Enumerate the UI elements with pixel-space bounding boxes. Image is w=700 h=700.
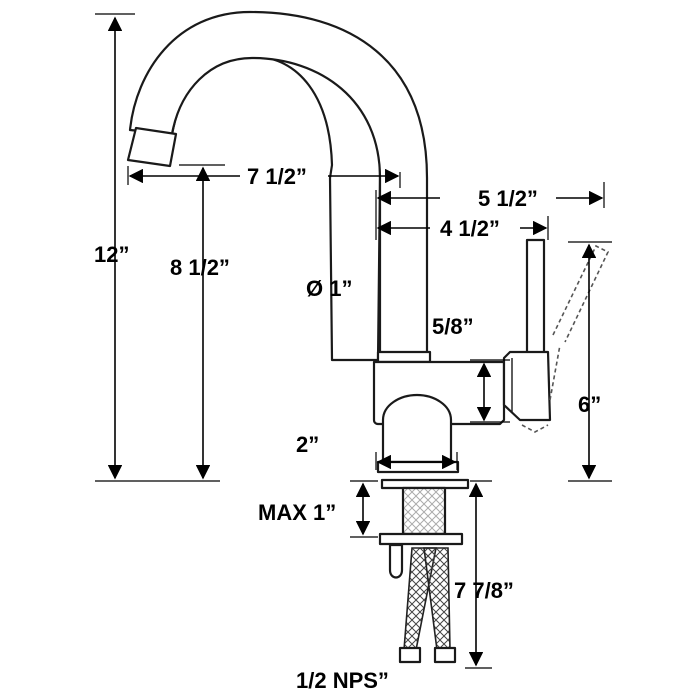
hose-fitting-left	[398, 646, 422, 664]
label-max-deck: MAX 1”	[258, 500, 336, 525]
label-height-total: 12”	[94, 242, 129, 267]
label-spout-height: 8 1/2”	[170, 255, 230, 280]
supply-stub	[388, 543, 404, 579]
aerator	[126, 126, 178, 168]
mounting-nut	[378, 532, 464, 546]
base-plate	[376, 460, 460, 474]
label-handle-reach-inner: 4 1/2”	[440, 216, 500, 241]
label-base-width: 2”	[296, 432, 319, 457]
dimension-labels: 12” 8 1/2” 7 1/2” Ø 1” 5 1/2” 4 1/2” 5/8…	[94, 164, 601, 693]
deck-plate	[380, 478, 470, 490]
hose-fitting-right	[433, 646, 457, 664]
dimension-lines	[107, 16, 604, 667]
handle-open-position	[552, 244, 610, 343]
label-connection: 1/2 NPS”	[296, 668, 389, 693]
label-handle-reach-outer: 5 1/2”	[478, 186, 538, 211]
spout-collar	[376, 350, 432, 364]
base-dome	[381, 393, 453, 464]
label-spout-reach: 7 1/2”	[247, 164, 307, 189]
label-handle-block: 5/8”	[432, 314, 474, 339]
handle-cartridge	[502, 350, 552, 422]
label-body-diameter: Ø 1”	[306, 276, 352, 301]
supply-hose-right	[423, 547, 451, 651]
label-supply-length: 7 7/8”	[454, 578, 514, 603]
extension-lines	[95, 13, 612, 669]
label-handle-height: 6”	[578, 392, 601, 417]
handle-lever	[525, 238, 546, 360]
faucet-drawing	[126, 10, 610, 664]
